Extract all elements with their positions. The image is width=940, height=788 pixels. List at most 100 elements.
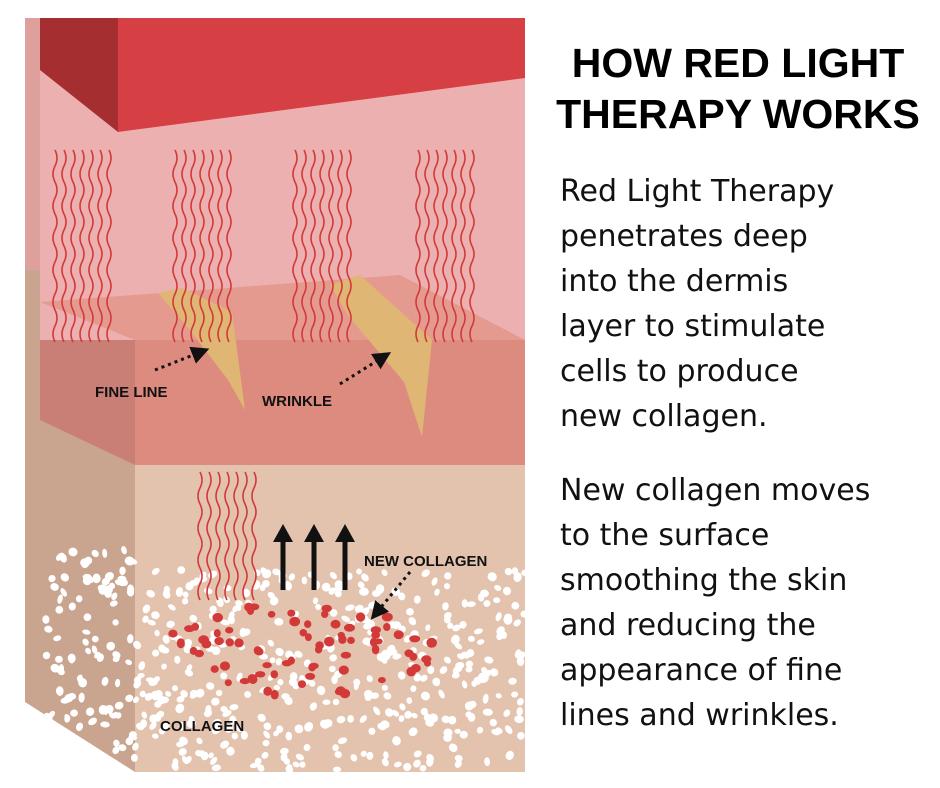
collagen-dot xyxy=(127,584,135,594)
collagen-dot xyxy=(392,653,402,660)
new-collagen-dot xyxy=(239,678,251,685)
new-collagen-dot xyxy=(314,645,323,654)
collagen-dot xyxy=(228,611,235,620)
collagen-dot xyxy=(267,639,275,647)
collagen-dot xyxy=(149,714,158,724)
collagen-dot xyxy=(249,762,260,769)
collagen-dot xyxy=(359,587,369,596)
collagen-dot xyxy=(332,698,340,706)
collagen-dot xyxy=(151,567,160,575)
collagen-dot xyxy=(294,724,304,734)
new-collagen-dot xyxy=(297,680,307,688)
new-collagen-dot xyxy=(305,672,316,680)
collagen-dot xyxy=(269,596,279,606)
collagen-dot xyxy=(461,680,468,689)
collagen-dot xyxy=(301,576,308,585)
collagen-dot xyxy=(114,678,121,688)
collagen-dot xyxy=(381,569,388,577)
collagen-dot xyxy=(357,581,365,589)
new-collagen-dot xyxy=(263,686,273,696)
collagen-dot xyxy=(366,675,373,683)
collagen-dot xyxy=(420,674,428,682)
collagen-dot xyxy=(154,690,163,698)
wavy-red-light-icon xyxy=(337,149,343,343)
collagen-dot xyxy=(380,649,389,658)
collagen-dot xyxy=(175,587,184,597)
collagen-dot xyxy=(483,600,491,607)
wavy-red-light-icon xyxy=(181,149,187,343)
red-light-slab xyxy=(118,18,525,132)
new-collagen-dot xyxy=(378,677,386,684)
collagen-dot xyxy=(356,568,363,575)
collagen-dot xyxy=(220,740,230,749)
new-collagen-dot xyxy=(383,623,391,631)
collagen-dot xyxy=(368,727,376,735)
collagen-dot xyxy=(257,764,265,772)
collagen-dot xyxy=(273,684,280,691)
paragraph-line: to the surface xyxy=(560,518,770,553)
collagen-dot xyxy=(92,573,101,582)
collagen-dot xyxy=(303,744,311,751)
collagen-dot xyxy=(328,665,336,673)
collagen-dot xyxy=(104,705,114,714)
paragraph-line: new collagen. xyxy=(560,399,768,434)
collagen-dot xyxy=(269,657,276,664)
new-collagen-dot xyxy=(404,649,414,658)
collagen-dot xyxy=(427,665,435,674)
collagen-dot xyxy=(262,739,270,747)
collagen-dot xyxy=(398,715,405,722)
collagen-dot xyxy=(196,737,203,745)
new-collagen-dot xyxy=(356,612,366,622)
collagen-dot xyxy=(203,709,213,718)
collagen-dot xyxy=(354,604,364,613)
new-collagen-dot xyxy=(184,625,195,633)
collagen-dot xyxy=(383,692,392,700)
collagen-dot xyxy=(106,641,116,651)
paragraph-line: cells to produce xyxy=(560,354,799,389)
collagen-dot xyxy=(82,629,91,635)
new-collagen-label: NEW COLLAGEN xyxy=(364,553,487,570)
collagen-dot xyxy=(144,692,153,701)
collagen-dot xyxy=(393,761,402,768)
collagen-dot xyxy=(398,592,406,601)
collagen-dot xyxy=(184,638,193,647)
collagen-dot xyxy=(102,548,108,558)
explanation-paragraph-1: Red Light Therapy penetrates deep into t… xyxy=(560,169,930,439)
collagen-dot xyxy=(161,663,167,670)
collagen-dot xyxy=(68,547,78,557)
collagen-dot xyxy=(288,573,296,581)
collagen-dot xyxy=(179,736,188,746)
collagen-dot xyxy=(452,624,461,632)
wavy-red-light-icon xyxy=(224,471,230,601)
collagen-dot xyxy=(292,761,300,768)
collagen-dot xyxy=(448,715,457,725)
title-line: THERAPY WORKS xyxy=(556,91,920,137)
collagen-dot xyxy=(466,601,476,608)
collagen-dot xyxy=(203,588,213,594)
wavy-red-light-icon xyxy=(424,149,430,343)
collagen-dot xyxy=(513,572,522,583)
new-collagen-dot xyxy=(393,630,404,640)
new-collagen-dot xyxy=(262,662,272,669)
new-collagen-dot xyxy=(267,610,276,618)
wavy-red-light-icon xyxy=(97,149,103,343)
collagen-dot xyxy=(442,602,449,611)
collagen-dot xyxy=(334,751,342,759)
collagen-dot xyxy=(112,619,119,626)
collagen-dot xyxy=(275,658,282,666)
collagen-dot xyxy=(85,707,95,716)
collagen-dot xyxy=(118,744,127,752)
collagen-dot xyxy=(83,613,92,622)
collagen-dot xyxy=(178,721,185,731)
new-collagen-dot xyxy=(321,610,329,618)
collagen-dot xyxy=(504,725,513,735)
collagen-dot xyxy=(80,558,90,568)
collagen-dot xyxy=(211,697,220,706)
new-collagen-dot xyxy=(248,675,258,684)
collagen-dot xyxy=(477,593,485,602)
collagen-dot xyxy=(514,715,524,724)
collagen-dot xyxy=(366,751,374,760)
collagen-dot xyxy=(55,655,63,663)
collagen-dot xyxy=(242,628,251,636)
collagen-dot xyxy=(226,746,235,756)
